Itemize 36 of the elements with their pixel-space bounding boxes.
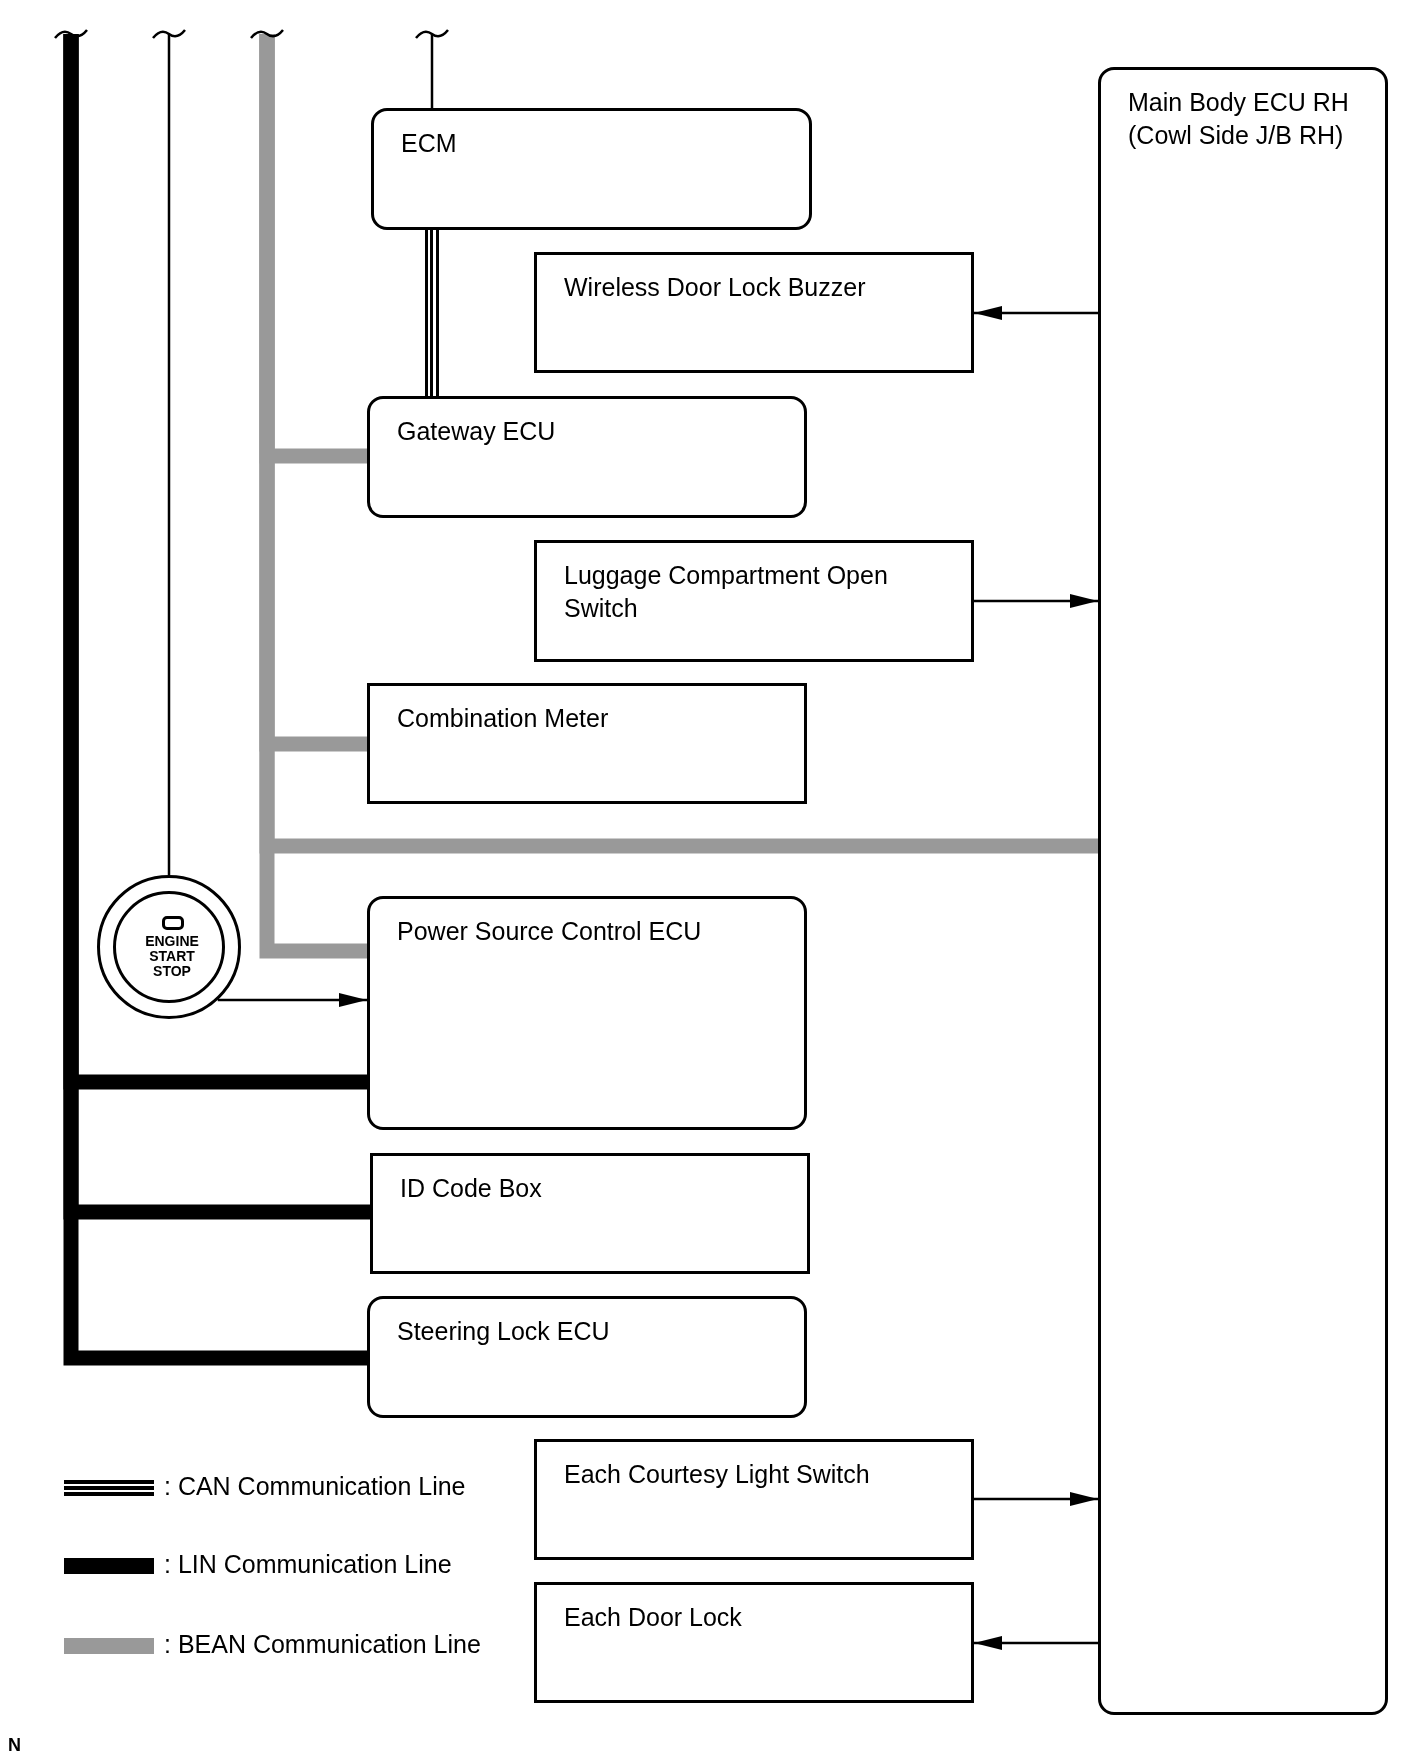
- component-box: [534, 252, 974, 373]
- component-box: [534, 540, 974, 662]
- signal-line: [430, 34, 434, 108]
- drawing-code: N: [8, 1735, 21, 1756]
- component-label: Main Body ECU RH (Cowl Side J/B RH): [1128, 87, 1350, 151]
- ecu-box: [367, 396, 807, 518]
- component-label: Each Courtesy Light Switch: [564, 1459, 871, 1490]
- component-box: [367, 683, 807, 804]
- component-label: Steering Lock ECU: [397, 1316, 611, 1347]
- signal-line: [167, 34, 171, 875]
- ecu-box: [367, 896, 807, 1130]
- component-label: Gateway ECU: [397, 416, 557, 447]
- connector-arrow: [217, 993, 367, 1007]
- connector-arrow: [974, 306, 1098, 320]
- component-label: Wireless Door Lock Buzzer: [564, 272, 867, 303]
- ecu-box: [371, 108, 812, 230]
- component-box: [534, 1582, 974, 1703]
- component-box: [534, 1439, 974, 1560]
- ecu-box: [1098, 67, 1388, 1715]
- connector-arrow: [974, 1636, 1098, 1650]
- component-label: Each Door Lock: [564, 1602, 743, 1633]
- connector-arrow: [974, 1492, 1098, 1506]
- switch-label: ENGINE START STOP: [144, 934, 200, 979]
- connector-arrow: [974, 594, 1098, 608]
- component-label: ID Code Box: [400, 1173, 543, 1204]
- component-box: [370, 1153, 810, 1274]
- ecu-box: [367, 1296, 807, 1418]
- legend-label: : CAN Communication Line: [164, 1472, 466, 1501]
- component-label: Combination Meter: [397, 703, 610, 734]
- component-label: Power Source Control ECU: [397, 916, 703, 947]
- component-label: Luggage Compartment Open Switch: [564, 560, 889, 624]
- bus-line: [425, 230, 439, 396]
- legend-label: : BEAN Communication Line: [164, 1630, 481, 1659]
- legend-label: : LIN Communication Line: [164, 1550, 452, 1579]
- component-label: ECM: [401, 128, 458, 159]
- bus-line: [259, 34, 367, 959]
